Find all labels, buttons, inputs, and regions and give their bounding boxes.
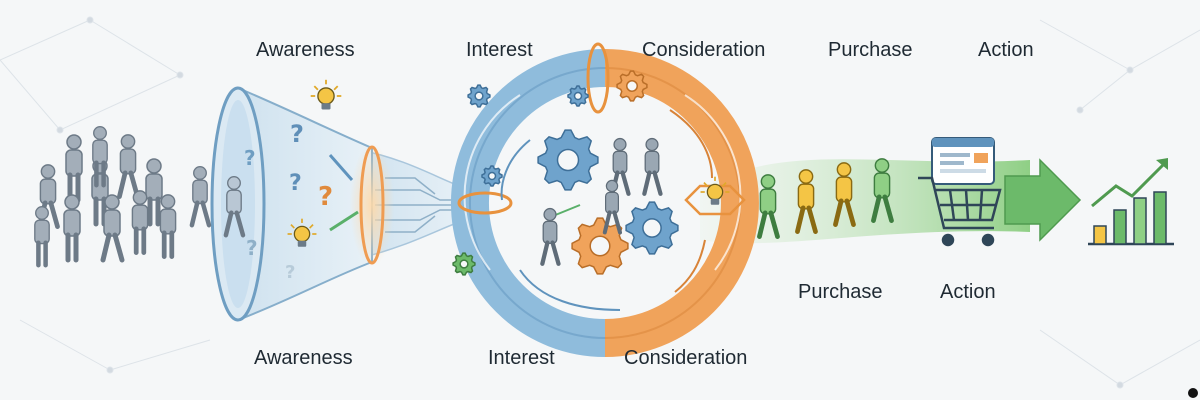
gear-icon [616, 70, 648, 102]
question-marks: ? ? ? ? ? ? [244, 120, 333, 283]
person-icon [833, 162, 856, 227]
gear-icon [452, 252, 476, 276]
label-awareness-bottom: Awareness [254, 347, 353, 369]
funnel-neck-ring [359, 145, 385, 265]
gear-icon [467, 84, 491, 108]
person-icon [642, 137, 663, 196]
person-icon [610, 137, 631, 196]
lightbulb-icon [287, 218, 317, 247]
arrow-right-icon [1004, 158, 1082, 242]
label-action-right: Action [940, 281, 996, 303]
label-interest-top: Interest [466, 39, 533, 61]
background-network [0, 16, 1200, 389]
shopping-cart-icon [918, 176, 1002, 247]
person-icon [795, 169, 818, 234]
person-icon [65, 134, 83, 203]
question-mark-icon: ? [246, 236, 258, 260]
gear-icon [625, 201, 679, 255]
gear-icon [537, 129, 599, 191]
question-mark-icon: ? [244, 146, 256, 170]
person-icon [871, 158, 894, 223]
person-icon [100, 194, 125, 263]
person-icon [145, 158, 163, 227]
person-icon [131, 190, 149, 255]
person-icon [63, 194, 81, 263]
person-icon [159, 194, 177, 259]
gears-group [452, 70, 679, 276]
question-mark-icon: ? [318, 182, 333, 212]
gear-icon [567, 85, 589, 107]
corner-dot [1188, 388, 1198, 398]
person-icon [189, 166, 212, 228]
person-icon [540, 207, 561, 266]
person-icon [34, 206, 50, 268]
label-consideration-bottom: Consideration [624, 347, 748, 369]
loop-right-clip [684, 184, 746, 216]
label-interest-bottom: Interest [488, 347, 555, 369]
label-consideration-top: Consideration [642, 39, 766, 61]
label-purchase-right: Purchase [798, 281, 883, 303]
bar-chart-growth-icon [1088, 158, 1174, 246]
question-mark-icon: ? [290, 120, 304, 148]
person-icon [223, 176, 246, 238]
lightbulb-icon [700, 176, 730, 205]
gear-icon [571, 217, 629, 275]
question-mark-icon: ? [289, 171, 302, 196]
person-icon [757, 174, 780, 239]
loop-top-ring [586, 42, 610, 114]
person-icon [602, 179, 623, 235]
label-purchase-top: Purchase [828, 39, 913, 61]
browser-window-icon [931, 137, 995, 185]
crowd-group [34, 126, 246, 268]
person-icon [92, 126, 108, 188]
walkers-group [540, 137, 894, 266]
gear-icon [481, 165, 503, 187]
label-awareness-top: Awareness [256, 39, 355, 61]
bulbs-group [287, 79, 730, 247]
loop-left-ring [457, 191, 513, 215]
question-mark-icon: ? [285, 262, 295, 283]
label-action-top: Action [978, 39, 1034, 61]
lightbulb-icon [310, 79, 342, 110]
person-icon [117, 134, 140, 199]
